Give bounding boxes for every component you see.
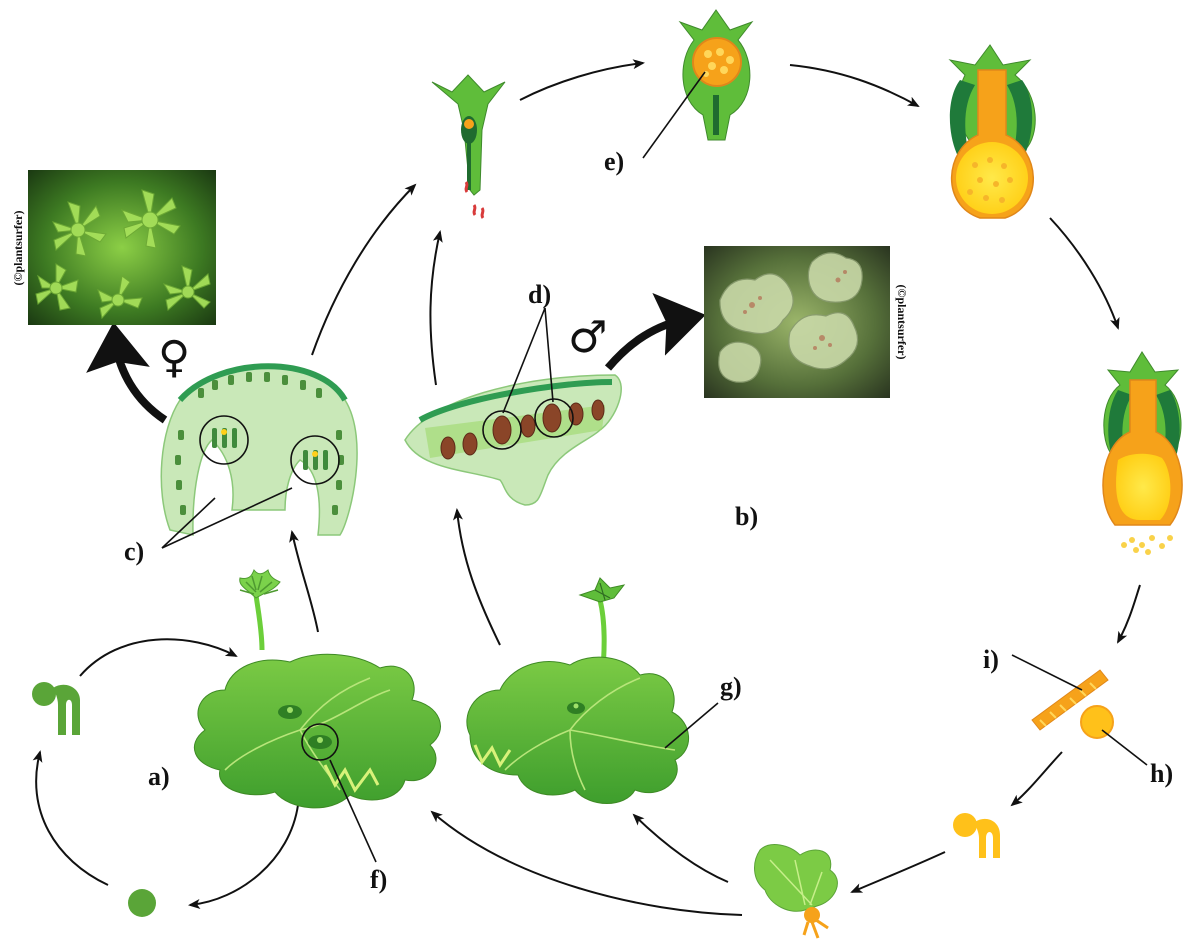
mature-sporophyte-releasing-spores	[1103, 352, 1182, 555]
male-photo	[704, 246, 890, 398]
left-photo-credit: (©plantsurfer)	[11, 211, 25, 286]
female-thallus	[194, 570, 440, 808]
archegonia-group-right	[303, 450, 328, 470]
label-g: g)	[720, 672, 742, 701]
gemma-germling	[32, 682, 80, 735]
female-photo	[28, 170, 216, 325]
maturing-sporophyte	[950, 45, 1035, 218]
label-e: e)	[604, 147, 624, 176]
arrow-spore-to-germling	[1012, 752, 1062, 805]
arrow-antheridium-to-archegonium	[430, 232, 440, 385]
label-a: a)	[148, 762, 170, 791]
arrow-female-receptacle-to-archegonium	[312, 185, 415, 355]
young-sporophyte	[680, 10, 752, 140]
germinating-spore	[953, 813, 1000, 858]
male-symbol: ♂	[568, 312, 607, 363]
arrow-gemma-to-female-thallus	[80, 639, 236, 676]
male-receptacle-section	[405, 375, 621, 505]
label-b: b)	[735, 502, 758, 531]
gemma	[128, 889, 156, 917]
archegonia-group-left	[212, 428, 237, 448]
label-c: c)	[124, 537, 144, 566]
arrow-germling-to-young-thallus	[852, 852, 945, 892]
arrow-to-male-photo	[608, 318, 690, 368]
arrow-male-thallus-to-receptacle	[457, 510, 500, 645]
arrow-female-thallus-to-receptacle	[292, 532, 318, 632]
arrow-young-to-male-thallus	[634, 815, 728, 882]
male-thallus	[467, 578, 689, 804]
label-h: h)	[1150, 759, 1173, 788]
label-f: f)	[370, 865, 387, 894]
young-thallus	[755, 845, 838, 938]
label-i: i)	[983, 645, 999, 674]
archegonium-with-sperm	[432, 75, 505, 218]
arrow-gemma-cup-to-gemma	[190, 805, 298, 905]
female-symbol: ♀	[158, 332, 190, 383]
arrow-sporophyte-to-mature	[1050, 218, 1118, 328]
label-d: d)	[528, 280, 551, 309]
arrow-zygote-to-sporophyte	[790, 65, 918, 106]
right-photo-credit: (©plantsurfer)	[895, 285, 909, 360]
spore	[1081, 706, 1113, 738]
arrow-archegonium-to-zygote	[520, 63, 643, 100]
arrow-mature-to-spores	[1118, 585, 1140, 642]
arrow-cycle-left	[36, 752, 108, 885]
female-receptacle-section	[161, 366, 357, 535]
